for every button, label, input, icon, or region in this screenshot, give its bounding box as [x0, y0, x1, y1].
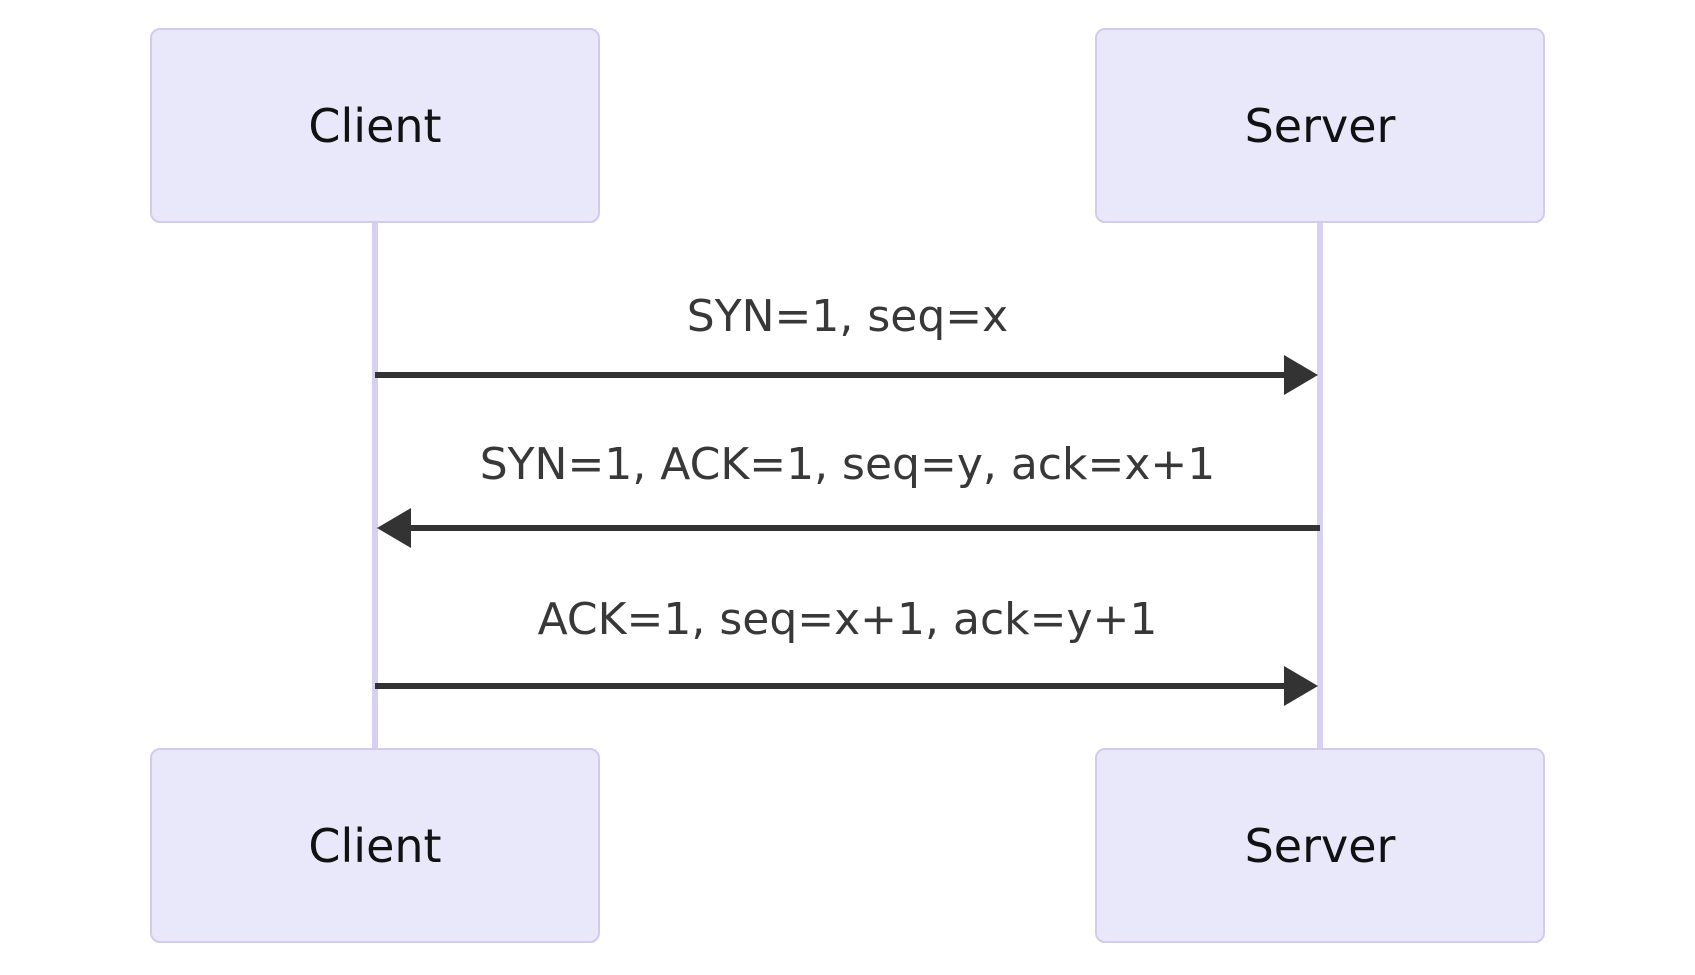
- server-lifeline: [1317, 221, 1323, 750]
- actor-box-client-top: Client: [150, 28, 600, 223]
- arrowhead-right-icon: [1284, 355, 1318, 395]
- actor-box-server-bottom: Server: [1095, 748, 1545, 943]
- actor-label-client-top: Client: [308, 98, 442, 153]
- arrowhead-right-icon: [1284, 666, 1318, 706]
- actor-label-client-bottom: Client: [308, 818, 442, 873]
- actor-label-server-top: Server: [1244, 98, 1396, 153]
- message-label-2: SYN=1, ACK=1, seq=y, ack=x+1: [479, 439, 1216, 490]
- message-arrow-3-line: [375, 683, 1284, 689]
- message-label-3: ACK=1, seq=x+1, ack=y+1: [537, 594, 1158, 645]
- client-lifeline: [372, 221, 378, 750]
- arrowhead-left-icon: [377, 508, 411, 548]
- message-label-1: SYN=1, seq=x: [686, 291, 1009, 342]
- actor-box-server-top: Server: [1095, 28, 1545, 223]
- actor-box-client-bottom: Client: [150, 748, 600, 943]
- actor-label-server-bottom: Server: [1244, 818, 1396, 873]
- message-arrow-2-line: [411, 525, 1320, 531]
- message-arrow-1-line: [375, 372, 1284, 378]
